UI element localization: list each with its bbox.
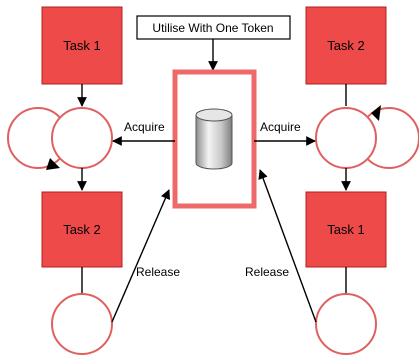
left-state-loop	[7, 107, 113, 170]
left-loop-arrowhead	[46, 158, 60, 170]
left-release-circle	[51, 293, 113, 355]
right-task-2-box: Task 2	[305, 6, 387, 85]
left-acquire-circle	[51, 107, 113, 169]
left-task-2-box: Task 2	[41, 191, 123, 268]
right-release-circle	[315, 293, 377, 355]
left-task-1-label: Task 1	[63, 38, 101, 53]
left-acquire-label: Acquire	[124, 120, 165, 134]
left-task-2-label: Task 2	[63, 222, 101, 237]
right-task-2-label: Task 2	[327, 38, 365, 53]
database-cylinder-icon	[195, 108, 233, 170]
callout-utilise-with-one-token: Utilise With One Token	[136, 15, 291, 40]
right-acquire-label: Acquire	[260, 120, 301, 134]
left-release-arrow	[111, 189, 171, 323]
left-release-label: Release	[136, 265, 180, 279]
right-release-arrow	[258, 169, 317, 323]
right-acquire-circle	[315, 107, 377, 169]
right-loop-arrowhead	[371, 105, 381, 121]
right-task-1-box: Task 1	[305, 191, 387, 268]
right-state-loop	[315, 105, 419, 169]
right-task-1-label: Task 1	[327, 222, 365, 237]
left-task-1-box: Task 1	[41, 6, 123, 85]
callout-label: Utilise With One Token	[152, 21, 273, 35]
resource-token	[172, 69, 257, 209]
right-release-label: Release	[245, 265, 289, 279]
